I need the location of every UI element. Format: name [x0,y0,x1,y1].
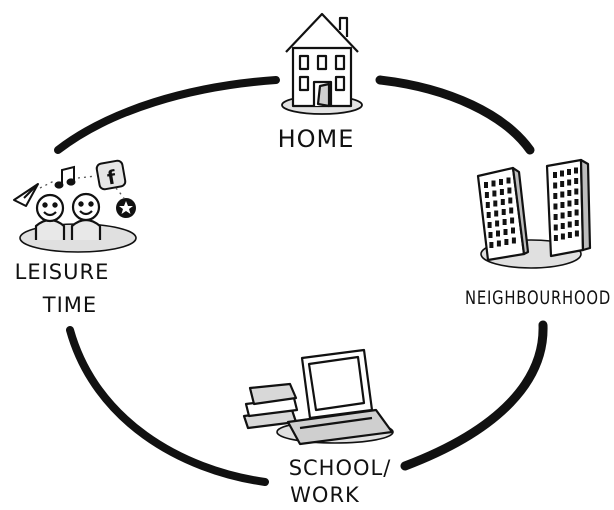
building-window [508,197,513,204]
building-window [486,212,491,218]
house-window [298,75,310,92]
house-icon [281,12,363,115]
right-building-side [579,158,592,252]
laptop-keyboard-edge [299,416,373,430]
person-icon [34,193,66,240]
building-window [492,190,497,197]
left-building-side [511,166,530,256]
building-window [560,223,565,229]
house-roof [285,12,359,53]
building-window [487,222,492,228]
house-door-open [316,82,331,108]
house-window [316,54,328,71]
building-window [560,233,565,240]
school-work-node: SCHOOL/ WORK [242,348,394,507]
building-window [567,211,572,217]
building-window [560,212,565,219]
building-window [484,182,488,188]
building-window [560,181,565,187]
right-building [545,158,585,258]
building-window [496,240,501,247]
neighbourhood-node: NEIGHBOURHOOD [465,158,611,309]
home-label: HOME [278,125,355,153]
building-window [560,170,564,177]
building-window [511,227,515,234]
building-window [493,200,498,207]
building-window [567,179,572,186]
book-top [248,382,298,406]
leisure-time-node: f LEISURE TIME [13,159,137,317]
school-work-label-line2: WORK [290,483,360,507]
building-window [499,189,504,195]
building-window [574,188,579,195]
building-window [494,210,499,217]
building-window [574,209,579,216]
building-window [567,232,572,238]
building-window [574,220,579,226]
arc-home-to-neighbourhood [375,75,535,155]
leisure-time-label-line2: TIME [42,293,97,317]
building-window [507,187,512,194]
home-node: HOME [278,12,363,153]
building-window [495,220,500,227]
building-windows [484,167,579,248]
facebook-icon: f [95,159,127,191]
dotted-connections [39,175,125,199]
arc-school-to-leisure [66,326,269,486]
building-window [553,172,557,178]
building-window [484,192,489,198]
building-window [509,207,514,214]
building-window [553,193,558,199]
building-window [489,242,494,248]
school-work-label-line1: SCHOOL/ [289,456,392,480]
building-window [553,214,558,220]
building-window [506,177,511,184]
building-window [485,202,490,208]
building-window [499,179,503,185]
building-window [567,169,571,175]
paper-plane-icon [13,183,39,207]
laptop-screen-inner [307,355,366,412]
building-window [496,230,500,237]
building-window [567,221,572,228]
building-window [501,209,506,215]
building-window [510,217,515,224]
building-window [560,191,565,198]
person-icon [70,192,102,240]
building-window [553,235,558,241]
cycle-arcs [54,75,548,486]
friends-social-media-icon [19,192,137,253]
building-window [553,224,558,231]
laptop-and-books-icon [242,348,394,446]
building-window [560,202,565,208]
arc-neighbourhood-to-school [400,320,548,471]
building-window [574,230,579,237]
house-window [298,54,310,71]
building-window [553,182,558,189]
building-window [567,190,572,196]
building-window [567,200,572,207]
building-window [574,199,579,205]
house-window [334,75,346,92]
building-window [500,199,505,205]
leisure-time-label-line1: LEISURE [15,260,110,284]
house-window [334,54,346,71]
building-window [488,232,493,238]
building-window [502,219,507,225]
arc-leisure-to-home [54,76,280,154]
building-window [574,167,578,174]
building-window [504,239,509,245]
building-window [553,203,558,210]
building-window [491,180,496,187]
building-window [503,229,508,235]
music-note-icon [54,165,76,189]
star-badge-icon [116,198,136,218]
building-window [511,237,516,244]
neighbourhood-label: NEIGHBOURHOOD [465,287,611,309]
house-chimney [338,16,349,37]
building-window [574,178,579,184]
